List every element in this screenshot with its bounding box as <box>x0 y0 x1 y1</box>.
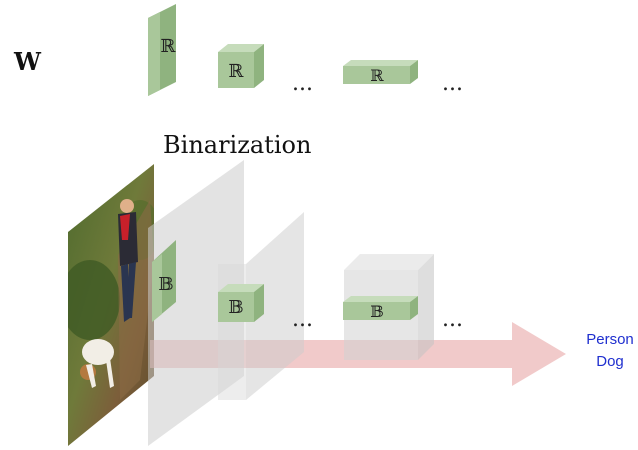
binary-weight-block-1: 𝔹 <box>152 240 176 322</box>
binary-weight-block-3: 𝔹 <box>343 296 418 321</box>
weights-ellipsis-1: ... <box>292 71 313 96</box>
input-image <box>68 164 154 446</box>
output-class-dog: Dog <box>596 353 624 370</box>
binary-weight-block-2: 𝔹 <box>218 284 264 322</box>
weights-ellipsis-2: ... <box>442 71 463 96</box>
real-weight-block-2: ℝ <box>218 44 264 88</box>
binarization-ellipsis-2: ... <box>442 307 463 332</box>
binary-symbol: 𝔹 <box>228 297 243 318</box>
real-symbol: ℝ <box>229 61 245 82</box>
weights-label: W <box>13 47 42 76</box>
binary-symbol: 𝔹 <box>158 274 173 295</box>
real-symbol: ℝ <box>370 66 384 85</box>
binarization-title: Binarization <box>163 131 311 159</box>
real-weight-block-1: ℝ <box>148 4 177 96</box>
feature-plane-1 <box>148 160 244 446</box>
binarization-ellipsis-1: ... <box>292 307 313 332</box>
real-symbol: ℝ <box>161 36 177 57</box>
feature-plane-2 <box>246 212 304 400</box>
binary-symbol: 𝔹 <box>370 302 384 321</box>
output-class-person: Person <box>586 331 634 348</box>
real-weight-block-3: ℝ <box>343 60 418 85</box>
